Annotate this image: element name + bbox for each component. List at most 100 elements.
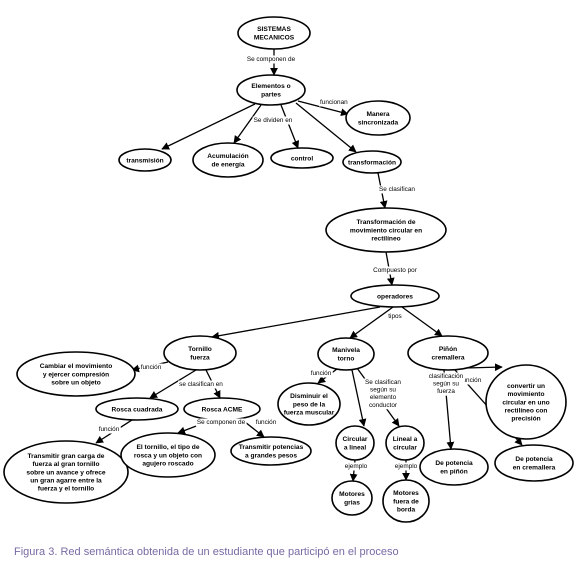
node-label: Rosca cuadrada [112, 406, 163, 413]
link-label-text: según su [370, 387, 396, 394]
link-label-text: función [311, 370, 332, 377]
link-arrow [297, 100, 349, 117]
node-ellipse [270, 147, 334, 169]
node-label: De potencia [435, 460, 473, 467]
node-label: rectilíneo [371, 236, 400, 243]
link-label-funcion-acme: función [254, 418, 278, 427]
node-label: fuerza y el tornillo [38, 486, 94, 493]
node-label: y ejercer compresión [43, 371, 109, 378]
link-label-backing [427, 372, 465, 396]
node-ellipse [118, 148, 172, 172]
node-label: Rosca ACME [202, 406, 243, 413]
link-label-backing [309, 369, 333, 378]
concept-node-rosca-cuadrada: Rosca cuadrada [95, 397, 179, 421]
node-label: transformación [348, 159, 396, 166]
link-label-text: tipos [388, 313, 402, 320]
node-label: operadores [377, 293, 413, 300]
link-label-backing [252, 116, 294, 125]
link-label-text: función [461, 377, 482, 384]
node-ellipse [277, 382, 341, 426]
node-ellipse [192, 142, 264, 178]
link-arrow [401, 306, 443, 337]
node-ellipse [163, 335, 237, 371]
node-label: De potencia [515, 456, 553, 463]
node-ellipse [95, 397, 179, 421]
link-label-se-clasifican-1: Se clasifican [378, 185, 417, 194]
node-label: agujero roscado [142, 461, 193, 468]
node-label: rectilíneo con [505, 408, 548, 415]
node-label: a grandes pesos [245, 452, 297, 459]
node-label: Transformación de [357, 219, 416, 226]
link-label-ejemplo-1: ejemplo [343, 462, 369, 471]
node-label: Piñón [439, 346, 457, 353]
node-ellipse [345, 100, 411, 136]
node-label: transmisión [126, 157, 163, 164]
node-ellipse [331, 480, 373, 516]
node-label: fuerza [190, 354, 210, 361]
node-ellipse [419, 448, 489, 486]
link-label-backing [245, 55, 297, 64]
node-label: Transmitir gran carga de [28, 453, 105, 460]
node-label: convertir un [507, 383, 545, 390]
link-arrow [280, 104, 300, 149]
node-label: El tornillo, el tipo de [136, 444, 199, 451]
concept-node-rosca-acme: Rosca ACME [183, 397, 261, 421]
link-label-backing [343, 462, 369, 471]
node-label: control [291, 155, 314, 162]
node-label: a lineal [344, 444, 367, 451]
link-label-text: Compuesto por [373, 267, 418, 274]
link-label-backing [459, 376, 483, 385]
link-arrow [295, 102, 357, 153]
node-ellipse [485, 364, 567, 440]
node-label: Manera [366, 111, 389, 118]
link-label-text: Se dividen en [254, 117, 293, 124]
node-label: sincronizada [358, 119, 399, 126]
link-label-backing [364, 378, 403, 410]
link-label-se-clasifican-en: se clasifican en [178, 380, 225, 389]
node-ellipse [236, 74, 306, 106]
node-label: fuerza al gran tornillo [32, 461, 99, 468]
link-label-text: funcionan [320, 99, 348, 106]
link-label-funcion-tornillo: función [139, 363, 163, 372]
link-label-backing [178, 380, 225, 389]
link-label-text: según su [433, 381, 459, 388]
link-label-tipos: tipos [387, 312, 403, 321]
link-label-funcionan: funcionan [319, 98, 350, 107]
concept-node-control: control [270, 147, 334, 169]
link-label-backing [97, 425, 121, 434]
node-label: sobre un avance y ofrece [26, 469, 105, 476]
link-label-backing [378, 185, 417, 194]
node-label: Motores [393, 490, 419, 497]
link-label-text: elemento [370, 394, 397, 401]
node-label: Motores [339, 491, 365, 498]
link-arrow [149, 369, 197, 399]
link-label-funcion-pinon: función [459, 376, 483, 385]
concept-node-transmision: transmisión [118, 148, 172, 172]
node-label: Manivela [332, 347, 360, 354]
link-arrow [465, 363, 503, 372]
link-label-text: función [256, 419, 277, 426]
link-label-text: conductor [369, 402, 398, 409]
node-label: peso de la [293, 401, 326, 408]
link-label-ejemplo-2: ejemplo [393, 462, 419, 471]
node-ellipse [382, 479, 430, 523]
node-label: Lineal a [393, 436, 418, 443]
node-ellipse [325, 207, 447, 253]
node-ellipse [350, 284, 440, 308]
node-ellipse [3, 440, 129, 504]
link-label-text: función [141, 364, 162, 371]
